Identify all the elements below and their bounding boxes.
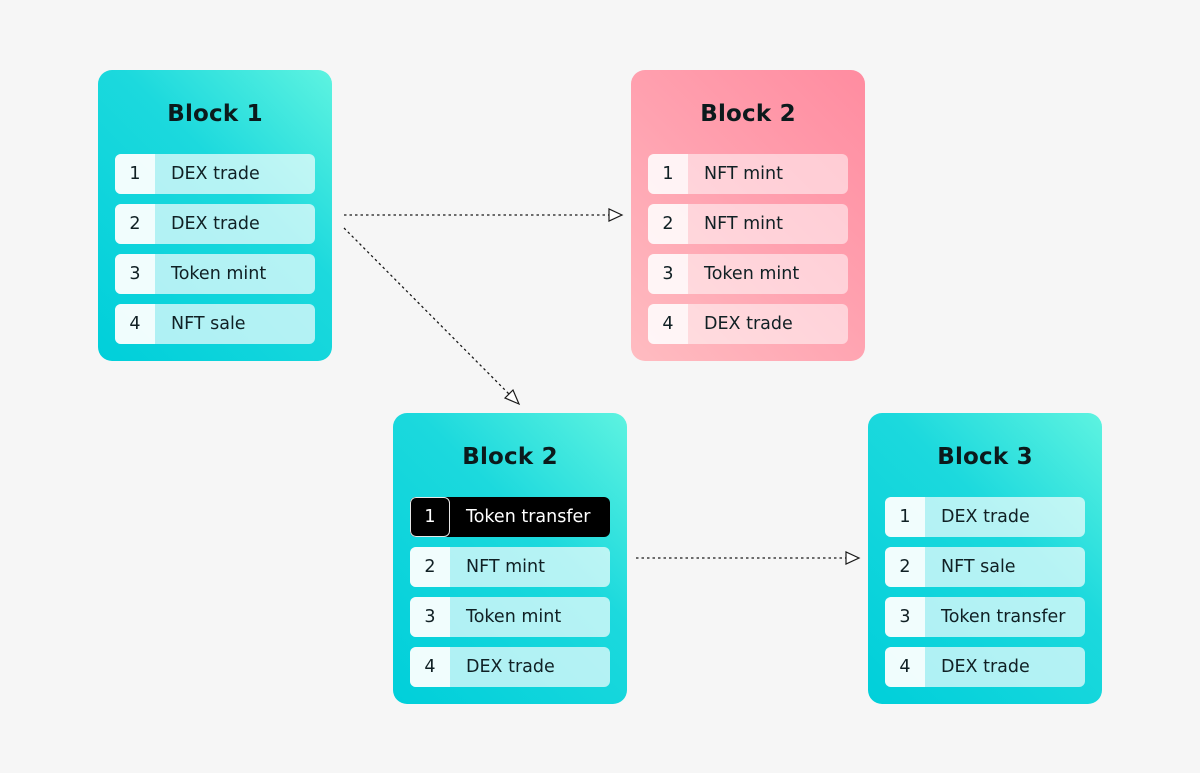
transaction-row: 3 Token mint (410, 597, 610, 637)
transaction-label: Token mint (704, 264, 800, 284)
transaction-label: DEX trade (941, 657, 1030, 677)
transaction-row: 3 Token mint (115, 254, 315, 294)
transaction-row: 2 NFT mint (410, 547, 610, 587)
transaction-label: DEX trade (704, 314, 793, 334)
transaction-list: 1 DEX trade 2 NFT sale 3 Token transfer … (885, 497, 1085, 687)
transaction-row: 4 DEX trade (648, 304, 848, 344)
transaction-label: NFT mint (704, 164, 783, 184)
transaction-number: 1 (115, 154, 155, 194)
transaction-label: Token mint (171, 264, 267, 284)
transaction-number: 4 (885, 647, 925, 687)
transaction-row: 3 Token transfer (885, 597, 1085, 637)
transaction-label: NFT sale (171, 314, 246, 334)
transaction-number: 1 (410, 497, 450, 537)
transaction-row: 2 DEX trade (115, 204, 315, 244)
transaction-row: 2 NFT sale (885, 547, 1085, 587)
transaction-number: 2 (885, 547, 925, 587)
transaction-label: DEX trade (941, 507, 1030, 527)
block-title: Block 2 (462, 444, 558, 470)
transaction-list: 1 NFT mint 2 NFT mint 3 Token mint 4 DEX… (648, 154, 848, 344)
transaction-row: 4 DEX trade (885, 647, 1085, 687)
arrow-block1-to-block2-teal (343, 227, 510, 395)
transaction-number: 3 (115, 254, 155, 294)
block-title: Block 1 (167, 101, 263, 127)
transaction-row: 4 DEX trade (410, 647, 610, 687)
block-title: Block 3 (937, 444, 1033, 470)
transaction-label: NFT mint (704, 214, 783, 234)
block-2-orphan-card: Block 2 1 NFT mint 2 NFT mint 3 Token mi… (631, 70, 865, 361)
transaction-row: 1 NFT mint (648, 154, 848, 194)
transaction-label: Token transfer (941, 607, 1066, 627)
transaction-row: 4 NFT sale (115, 304, 315, 344)
transaction-label: DEX trade (171, 164, 260, 184)
transaction-number: 4 (115, 304, 155, 344)
transaction-label: Token transfer (466, 507, 591, 527)
transaction-number: 1 (885, 497, 925, 537)
transaction-number: 1 (648, 154, 688, 194)
transaction-label: NFT mint (466, 557, 545, 577)
arrowhead-right-icon (608, 208, 624, 222)
transaction-number: 3 (410, 597, 450, 637)
transaction-number: 4 (648, 304, 688, 344)
transaction-row: 1 DEX trade (115, 154, 315, 194)
transaction-label: Token mint (466, 607, 562, 627)
transaction-label: DEX trade (466, 657, 555, 677)
transaction-row-highlighted: 1 Token transfer (410, 497, 610, 537)
block-title: Block 2 (700, 101, 796, 127)
block-3-card: Block 3 1 DEX trade 2 NFT sale 3 Token t… (868, 413, 1102, 704)
transaction-row: 1 DEX trade (885, 497, 1085, 537)
transaction-row: 2 NFT mint (648, 204, 848, 244)
transaction-list: 1 DEX trade 2 DEX trade 3 Token mint 4 N… (115, 154, 315, 344)
block-1-card: Block 1 1 DEX trade 2 DEX trade 3 Token … (98, 70, 332, 361)
transaction-row: 3 Token mint (648, 254, 848, 294)
transaction-number: 2 (410, 547, 450, 587)
block-2-card: Block 2 1 Token transfer 2 NFT mint 3 To… (393, 413, 627, 704)
arrowhead-right-icon (845, 551, 861, 565)
transaction-label: NFT sale (941, 557, 1016, 577)
transaction-number: 4 (410, 647, 450, 687)
transaction-label: DEX trade (171, 214, 260, 234)
transaction-list: 1 Token transfer 2 NFT mint 3 Token mint… (410, 497, 610, 687)
transaction-number: 3 (885, 597, 925, 637)
transaction-number: 2 (648, 204, 688, 244)
transaction-number: 3 (648, 254, 688, 294)
arrowhead-diagonal-icon (503, 388, 521, 406)
transaction-number: 2 (115, 204, 155, 244)
